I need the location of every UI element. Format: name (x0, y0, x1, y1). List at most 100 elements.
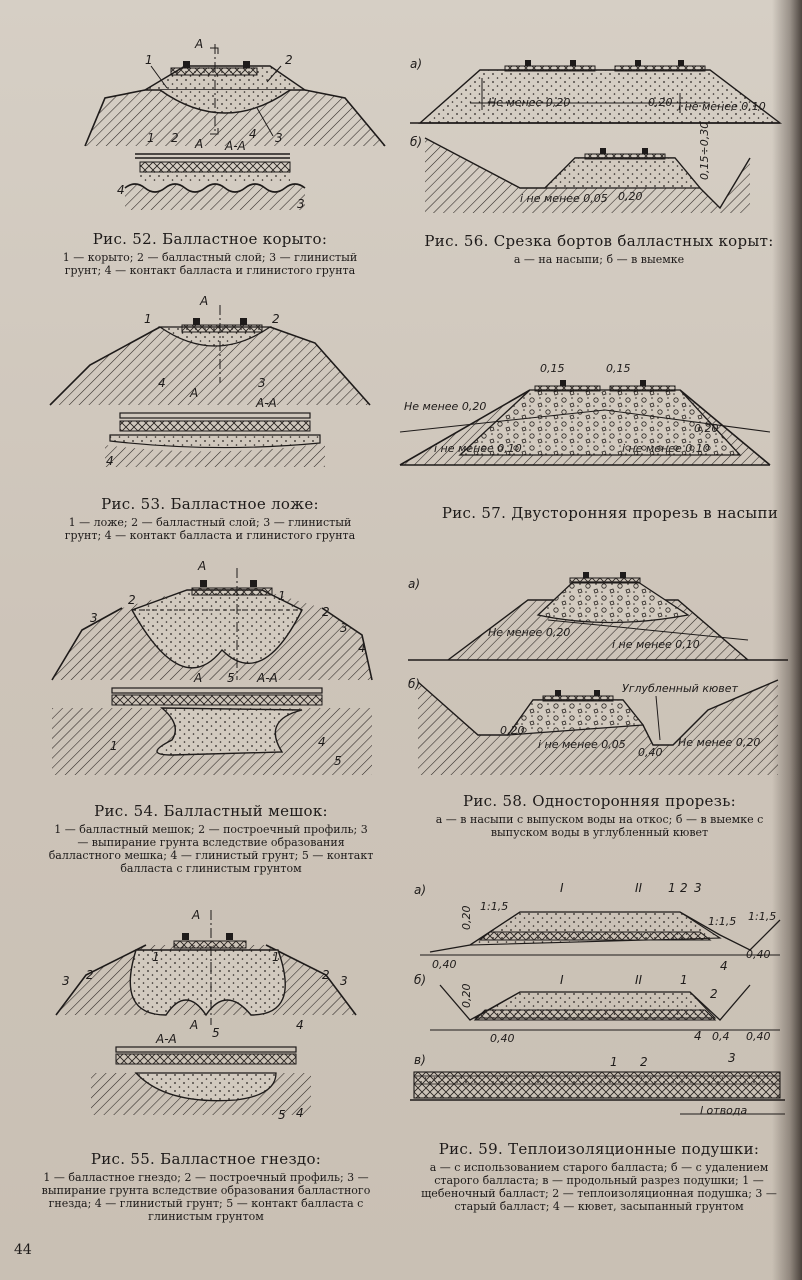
fig59-label-1-b: 1 (680, 973, 688, 987)
fig54-label-A-bottom: А (193, 671, 202, 685)
fig58-dim-4: 0,20 (500, 724, 525, 737)
fig59-label-3-c: 3 (728, 1051, 736, 1065)
fig56-dim-2: 0,20 (648, 96, 673, 109)
fig59-caption: Рис. 59. Теплоизоляционные подушки: а — … (414, 1140, 784, 1213)
fig52-sec-label-3: 3 (297, 197, 305, 211)
fig54-sec-label-5: 5 (334, 754, 342, 768)
fig59-dim-020-b: 0,20 (460, 984, 473, 1009)
fig59-label-a: а) (414, 883, 426, 897)
fig54-label-3-left: 3 (90, 611, 98, 625)
fig55-caption: Рис. 55. Балластное гнездо: 1 — балластн… (36, 1150, 376, 1223)
fig59-label-b: б) (414, 973, 426, 987)
fig59-text: а — с использованием старого балласта; б… (421, 1161, 777, 1213)
fig57-dim-4: i не менее 0,10 (434, 442, 522, 455)
fig52-label-A-bottom: А (194, 137, 203, 151)
fig56-label-a: а) (410, 57, 422, 71)
fig55-label-2-right: 2 (322, 968, 330, 982)
fig54-sec-label-1: 1 (110, 739, 118, 753)
fig57-dim-6: i не менее 0,10 (622, 442, 710, 455)
fig59-label-I-a: I (560, 881, 564, 895)
fig59-label-4-a: 4 (720, 959, 728, 973)
fig59-label-I-b: I (560, 973, 564, 987)
fig55-label-3-right: 3 (340, 974, 348, 988)
fig52-label-A-top: А (194, 37, 203, 51)
fig54-sec-label-4: 4 (318, 735, 326, 749)
fig59-slope-3: 1:1,5 (748, 910, 776, 923)
fig54-label-5: 5 (227, 671, 235, 685)
fig54-caption: Рис. 54. Балластный мешок: 1 — балластны… (48, 802, 374, 875)
fig58-label-a: а) (408, 577, 420, 591)
fig59-title: Рис. 59. Теплоизоляционные подушки: (438, 1140, 760, 1158)
fig52-sec-label-2: 2 (171, 131, 179, 145)
fig56-drawing: а) Не менее 0,20 0,20 i не менее 0,10 б)… (410, 57, 783, 213)
fig52-title: Рис. 52. Балластное корыто: (92, 230, 328, 248)
fig56-dim-1: Не менее 0,20 (488, 96, 570, 109)
fig58-dim-6: 0,40 (638, 746, 663, 759)
fig52-label-1: 1 (145, 53, 153, 67)
fig55-label-3-left: 3 (62, 974, 70, 988)
fig59-label-3-a: 3 (694, 881, 702, 895)
fig59-dim-020-a: 0,20 (460, 906, 473, 931)
fig59-dim-040-a2: 0,40 (746, 948, 771, 961)
fig57-dim-2: 0,15 (606, 362, 631, 375)
fig53-label-1: 1 (144, 312, 152, 326)
fig58-title: Рис. 58. Односторонняя прорезь: (462, 792, 737, 810)
fig59-label-1-c: 1 (610, 1055, 618, 1069)
fig54-label-1-top: 1 (278, 589, 286, 603)
fig58-dim-1: Не менее 0,20 (488, 626, 570, 639)
fig53-label-2: 2 (272, 312, 280, 326)
fig57-dim-1: 0,15 (540, 362, 565, 375)
fig52-label-2: 2 (285, 53, 293, 67)
fig57-title: Рис. 57. Двусторонняя прорезь в насыпи (441, 504, 779, 522)
fig55-title: Рис. 55. Балластное гнездо: (90, 1150, 322, 1168)
fig59-label-II-a: II (635, 881, 643, 895)
fig56-dim-5: i не менее 0,05 (520, 192, 608, 205)
fig54-label-A-top: А (197, 559, 206, 573)
fig59-label-c: в) (414, 1053, 426, 1067)
fig52-sec-label-4: 4 (117, 183, 125, 197)
fig52-text: 1 — корыто; 2 — балластный слой; 3 — гли… (62, 251, 358, 277)
fig59-dim-04-b: 0,4 (712, 1030, 730, 1043)
fig58-drawing: а) Не менее 0,20 i не менее 0,10 б) Углу… (408, 572, 788, 775)
fig54-label-2-right: 2 (322, 605, 330, 619)
page-number: 44 (14, 1242, 32, 1258)
fig53-drawing: А А 1 2 4 3 А-А 4 (49, 294, 371, 468)
fig59-label-1-a: 1 (668, 881, 676, 895)
fig54-label-4: 4 (358, 641, 366, 655)
fig59-slope-2: 1:1,5 (708, 915, 736, 928)
fig55-label-1-left: 1 (152, 950, 160, 964)
fig59-label-2-c: 2 (640, 1055, 648, 1069)
fig59-slope-1: 1:1,5 (480, 900, 508, 913)
fig57-dim-3: Не менее 0,20 (404, 400, 486, 413)
fig59-label-II-b: II (635, 973, 643, 987)
fig58-dim-7: Не менее 0,20 (678, 736, 760, 749)
fig54-title: Рис. 54. Балластный мешок: (94, 802, 328, 820)
fig55-sec-label-5: 5 (278, 1108, 286, 1122)
fig54-drawing: А 2 1 3 2 3 4 А 5 А-А 1 4 5 (51, 559, 373, 775)
fig55-label-A-bottom: А (189, 1018, 198, 1032)
fig55-label-4: 4 (296, 1018, 304, 1032)
fig58-text: а — в насыпи с выпуском воды на откос; б… (435, 813, 764, 839)
fig54-label-2-left: 2 (128, 593, 136, 607)
fig53-sec-label-4: 4 (106, 454, 114, 468)
fig58-caption: Рис. 58. Односторонняя прорезь: а — в на… (412, 792, 787, 839)
fig55-label-A-top: А (191, 908, 200, 922)
fig53-label-3: 3 (258, 376, 266, 390)
fig52-label-3: 3 (275, 131, 283, 145)
fig56-caption: Рис. 56. Срезка бортов балластных корыт:… (414, 232, 784, 266)
fig59-dim-040-b1: 0,40 (490, 1032, 515, 1045)
fig59-label-4-b: 4 (694, 1029, 702, 1043)
fig53-text: 1 — ложе; 2 — балластный слой; 3 — глини… (64, 516, 356, 542)
fig55-label-2-left: 2 (86, 968, 94, 982)
fig55-text: 1 — балластное гнездо; 2 — построечный п… (41, 1171, 371, 1223)
fig59-drawing: а) I II 1 2 3 1:1,5 1:1,5 1:1,5 0,20 0,4… (410, 881, 785, 1117)
fig52-label-AA: А-А (224, 139, 246, 153)
fig56-dim-3: i не менее 0,10 (678, 100, 766, 113)
fig58-label-b: б) (408, 677, 420, 691)
fig54-label-AA: А-А (256, 671, 278, 685)
fig53-label-A-bottom: А (189, 386, 198, 400)
fig55-label-5: 5 (212, 1026, 220, 1040)
fig58-dim-3: Углубленный кювет (622, 682, 738, 695)
fig57-dim-5: 0,20 (694, 422, 719, 435)
fig53-label-4: 4 (158, 376, 166, 390)
